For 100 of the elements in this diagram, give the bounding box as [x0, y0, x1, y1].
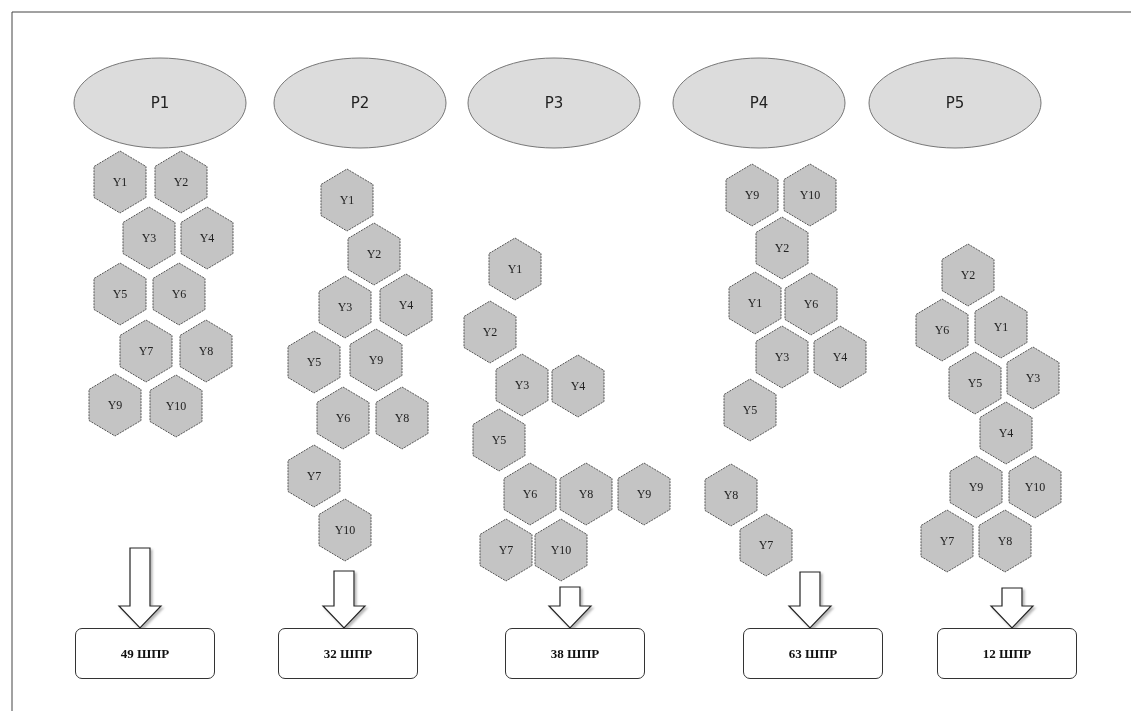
block-arrow [989, 587, 1035, 629]
node-label: 32 ШПР [323, 645, 373, 662]
hexagon-node [1007, 347, 1059, 409]
node-label: Y2 [774, 240, 790, 256]
node-label: Y8 [578, 486, 594, 502]
node-label: Y9 [107, 397, 123, 413]
node-label: 63 ШПР [788, 645, 838, 662]
hexagon-node [350, 329, 402, 391]
node-label: Y5 [491, 432, 507, 448]
result-box [743, 628, 883, 679]
node-label: Y10 [334, 522, 356, 538]
hexagon-node [756, 217, 808, 279]
ellipse-node [868, 57, 1042, 149]
node-label: Y8 [394, 410, 410, 426]
node-label: Y5 [306, 354, 322, 370]
hexagon-node [153, 263, 205, 325]
hexagon-node [950, 456, 1002, 518]
hexagon-node [729, 272, 781, 334]
result-box [505, 628, 645, 679]
node-label: Y10 [550, 542, 572, 558]
node-label: Y6 [803, 296, 819, 312]
hexagon-node [464, 301, 516, 363]
node-label: Y2 [173, 174, 189, 190]
hexagon-node [916, 299, 968, 361]
ellipse-node [672, 57, 846, 149]
node-label: Y2 [960, 267, 976, 283]
node-label: Y3 [774, 349, 790, 365]
node-label: Y10 [1024, 479, 1046, 495]
hexagon-node [942, 244, 994, 306]
node-label: Y10 [799, 187, 821, 203]
hexagon-node [980, 402, 1032, 464]
node-label: Y9 [968, 479, 984, 495]
hexagon-node [552, 355, 604, 417]
node-label: Y5 [112, 286, 128, 302]
node-label: Y4 [998, 425, 1014, 441]
node-label: Y7 [939, 533, 955, 549]
hexagon-node [535, 519, 587, 581]
node-label: Y7 [306, 468, 322, 484]
node-label: Y6 [934, 322, 950, 338]
node-label: P1 [150, 94, 170, 112]
ellipse-node [273, 57, 447, 149]
block-arrow [117, 547, 163, 629]
hexagon-node [756, 326, 808, 388]
hexagon-node [319, 499, 371, 561]
node-label: Y1 [112, 174, 128, 190]
hexagon-node [150, 375, 202, 437]
node-label: Y2 [482, 324, 498, 340]
hexagon-node [89, 374, 141, 436]
node-label: Y6 [335, 410, 351, 426]
hexagon-node [317, 387, 369, 449]
hexagon-node [94, 151, 146, 213]
result-box [937, 628, 1077, 679]
hexagon-node [785, 273, 837, 335]
node-label: Y3 [337, 299, 353, 315]
node-label: Y4 [570, 378, 586, 394]
node-label: P3 [544, 94, 564, 112]
hexagon-node [380, 274, 432, 336]
hexagon-node [784, 164, 836, 226]
hexagon-node [726, 164, 778, 226]
hexagon-node [348, 223, 400, 285]
hexagon-node [288, 445, 340, 507]
result-box [278, 628, 418, 679]
node-label: Y8 [198, 343, 214, 359]
block-arrow [547, 586, 593, 629]
node-label: P4 [749, 94, 769, 112]
node-label: P2 [350, 94, 370, 112]
hexagon-node [504, 463, 556, 525]
node-label: Y5 [742, 402, 758, 418]
hexagon-node [319, 276, 371, 338]
node-label: Y6 [171, 286, 187, 302]
node-label: Y9 [368, 352, 384, 368]
node-label: Y8 [997, 533, 1013, 549]
hexagon-node [120, 320, 172, 382]
node-label: Y7 [498, 542, 514, 558]
node-label: Y10 [165, 398, 187, 414]
node-label: Y5 [967, 375, 983, 391]
node-label: Y1 [507, 261, 523, 277]
hexagon-node [724, 379, 776, 441]
hexagon-node [181, 207, 233, 269]
hexagon-node [975, 296, 1027, 358]
hexagon-node [155, 151, 207, 213]
hexagon-node [921, 510, 973, 572]
hexagon-node [489, 238, 541, 300]
node-label: Y7 [758, 537, 774, 553]
hexagon-node [480, 519, 532, 581]
block-arrow [321, 570, 367, 629]
node-label: Y6 [522, 486, 538, 502]
hexagon-node [288, 331, 340, 393]
hexagon-node [979, 510, 1031, 572]
hexagon-node [376, 387, 428, 449]
node-label: Y3 [514, 377, 530, 393]
hexagon-node [949, 352, 1001, 414]
node-label: Y9 [744, 187, 760, 203]
node-label: Y8 [723, 487, 739, 503]
ellipse-node [467, 57, 641, 149]
node-label: P5 [945, 94, 965, 112]
ellipse-node [73, 57, 247, 149]
node-label: 12 ШПР [982, 645, 1032, 662]
node-label: Y4 [199, 230, 215, 246]
result-box [75, 628, 215, 679]
